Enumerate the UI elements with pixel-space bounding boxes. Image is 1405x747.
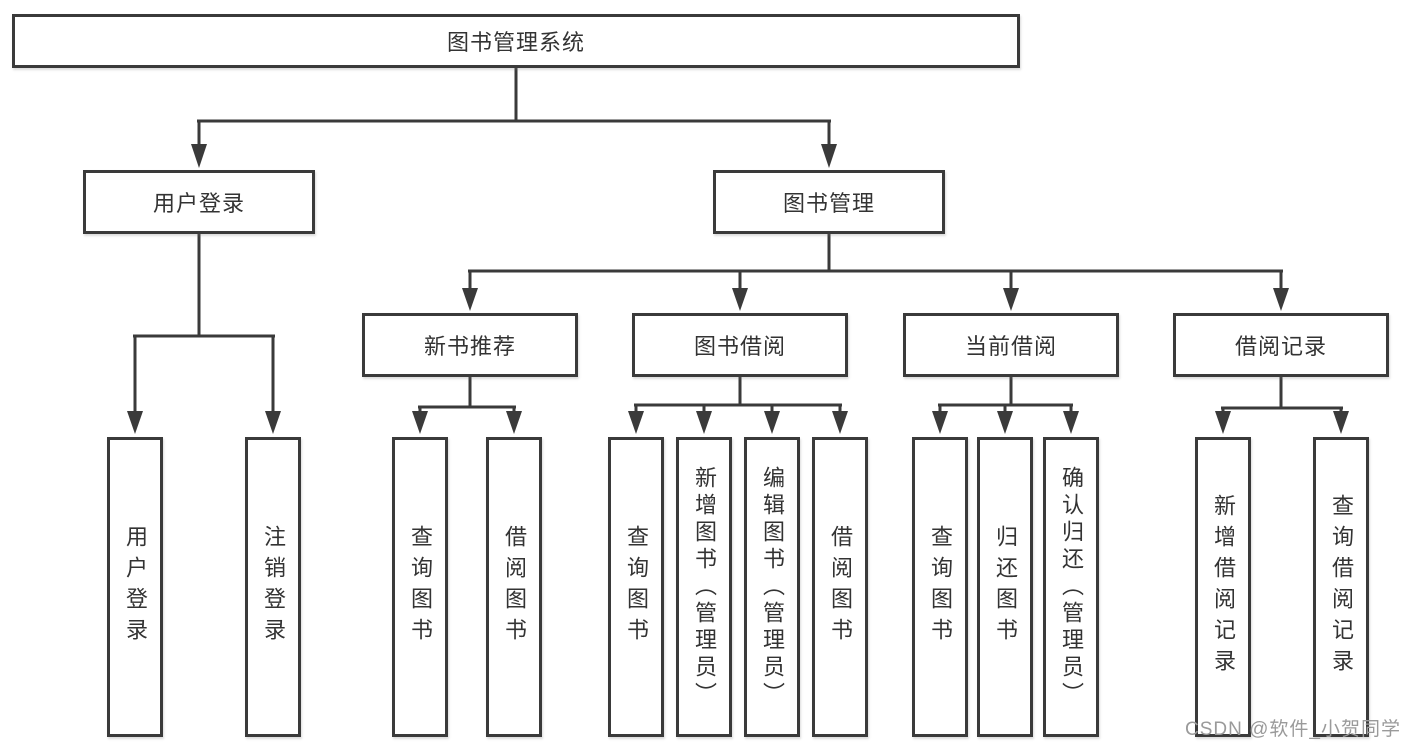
node-label: 借阅图书 (502, 525, 527, 649)
node-user-login: 用户登录 (83, 170, 315, 234)
node-label: 确认归还（管理员） (1059, 465, 1084, 709)
node-label: 图书管理系统 (446, 30, 585, 55)
leaf-query-book: 查询图书 (912, 437, 968, 737)
node-label: 借阅记录 (1234, 334, 1327, 359)
leaf-confirm-return-admin: 确认归还（管理员） (1043, 437, 1099, 737)
node-borrow-records: 借阅记录 (1173, 313, 1389, 377)
leaf-return-book: 归还图书 (977, 437, 1033, 737)
connector-book-management-to-level3 (462, 234, 1289, 311)
node-label: 新增借阅记录 (1211, 494, 1236, 680)
node-label: 注销登录 (261, 525, 286, 649)
connector-new-book-recommend-to-leaves (412, 377, 522, 434)
node-new-book-recommend: 新书推荐 (362, 313, 578, 377)
leaf-edit-book-admin: 编辑图书（管理员） (744, 437, 800, 737)
leaf-add-borrow-record: 新增借阅记录 (1195, 437, 1251, 737)
connector-borrow-records-to-leaves (1215, 377, 1349, 434)
node-label: 借阅图书 (828, 525, 853, 649)
leaf-borrow-book: 借阅图书 (486, 437, 542, 737)
leaf-query-borrow-record: 查询借阅记录 (1313, 437, 1369, 737)
node-label: 用户登录 (152, 191, 245, 216)
node-label: 新增图书（管理员） (692, 465, 717, 709)
leaf-query-book: 查询图书 (392, 437, 448, 737)
node-current-borrow: 当前借阅 (903, 313, 1119, 377)
leaf-borrow-book: 借阅图书 (812, 437, 868, 737)
leaf-query-book: 查询图书 (608, 437, 664, 737)
csdn-watermark: CSDN @软件_小贺同学 (1185, 719, 1401, 740)
node-label: 查询图书 (928, 525, 953, 649)
leaf-logout: 注销登录 (245, 437, 301, 737)
node-label: 查询图书 (624, 525, 649, 649)
connector-root-to-level2 (191, 68, 837, 168)
node-label: 归还图书 (993, 525, 1018, 649)
leaf-user-login: 用户登录 (107, 437, 163, 737)
connector-book-borrow-to-leaves (628, 377, 848, 434)
node-label: 编辑图书（管理员） (760, 465, 785, 709)
node-label: 图书管理 (782, 191, 875, 216)
node-label: 新书推荐 (423, 334, 516, 359)
leaf-add-book-admin: 新增图书（管理员） (676, 437, 732, 737)
node-label: 图书借阅 (693, 334, 786, 359)
node-book-borrow: 图书借阅 (632, 313, 848, 377)
node-label: 用户登录 (123, 525, 148, 649)
node-book-management: 图书管理 (713, 170, 945, 234)
node-label: 查询图书 (408, 525, 433, 649)
node-label: 当前借阅 (964, 334, 1057, 359)
connector-current-borrow-to-leaves (932, 377, 1079, 434)
node-root-system: 图书管理系统 (12, 14, 1020, 68)
connector-user-login-to-leaves (127, 234, 281, 434)
node-label: 查询借阅记录 (1329, 494, 1354, 680)
